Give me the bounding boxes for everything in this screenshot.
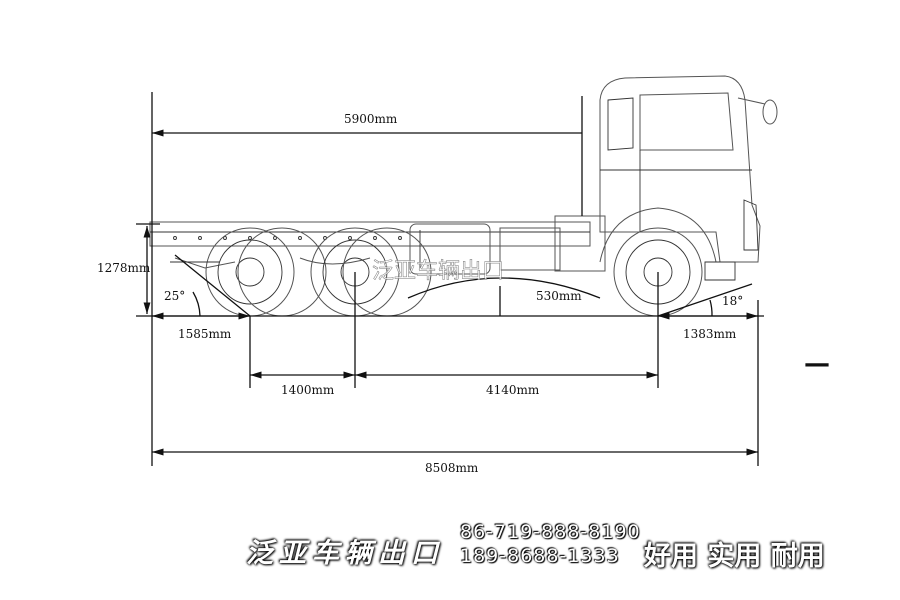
dim-1383: 1383mm xyxy=(683,327,737,341)
dim-1278: 1278mm xyxy=(97,261,151,275)
dim-8508: 8508mm xyxy=(425,461,479,475)
dimension-lines xyxy=(136,92,764,466)
dim-1585: 1585mm xyxy=(178,327,232,341)
dim-departure-angle: 18° xyxy=(722,294,743,308)
dim-1400: 1400mm xyxy=(281,383,335,397)
dimension-labels: 5900mm 1278mm 25° 1585mm 530mm 18° 1383m… xyxy=(97,112,830,475)
slogan-watermark: 好用 实用 耐用 xyxy=(644,541,825,572)
company-watermark: 泛亚车辆出口 xyxy=(246,538,444,569)
phone-watermark-1: 86-719-888-8190 xyxy=(460,521,641,543)
dim-530: 530mm xyxy=(536,289,582,303)
dim-5900: 5900mm xyxy=(344,112,398,126)
phone-watermark-2: 189-8688-1333 xyxy=(460,545,620,567)
dash-mark: — xyxy=(804,349,830,379)
chassis-watermark: 泛亚车辆出口 xyxy=(372,259,504,284)
dim-4140: 4140mm xyxy=(486,383,540,397)
dim-approach-angle: 25° xyxy=(164,289,185,303)
